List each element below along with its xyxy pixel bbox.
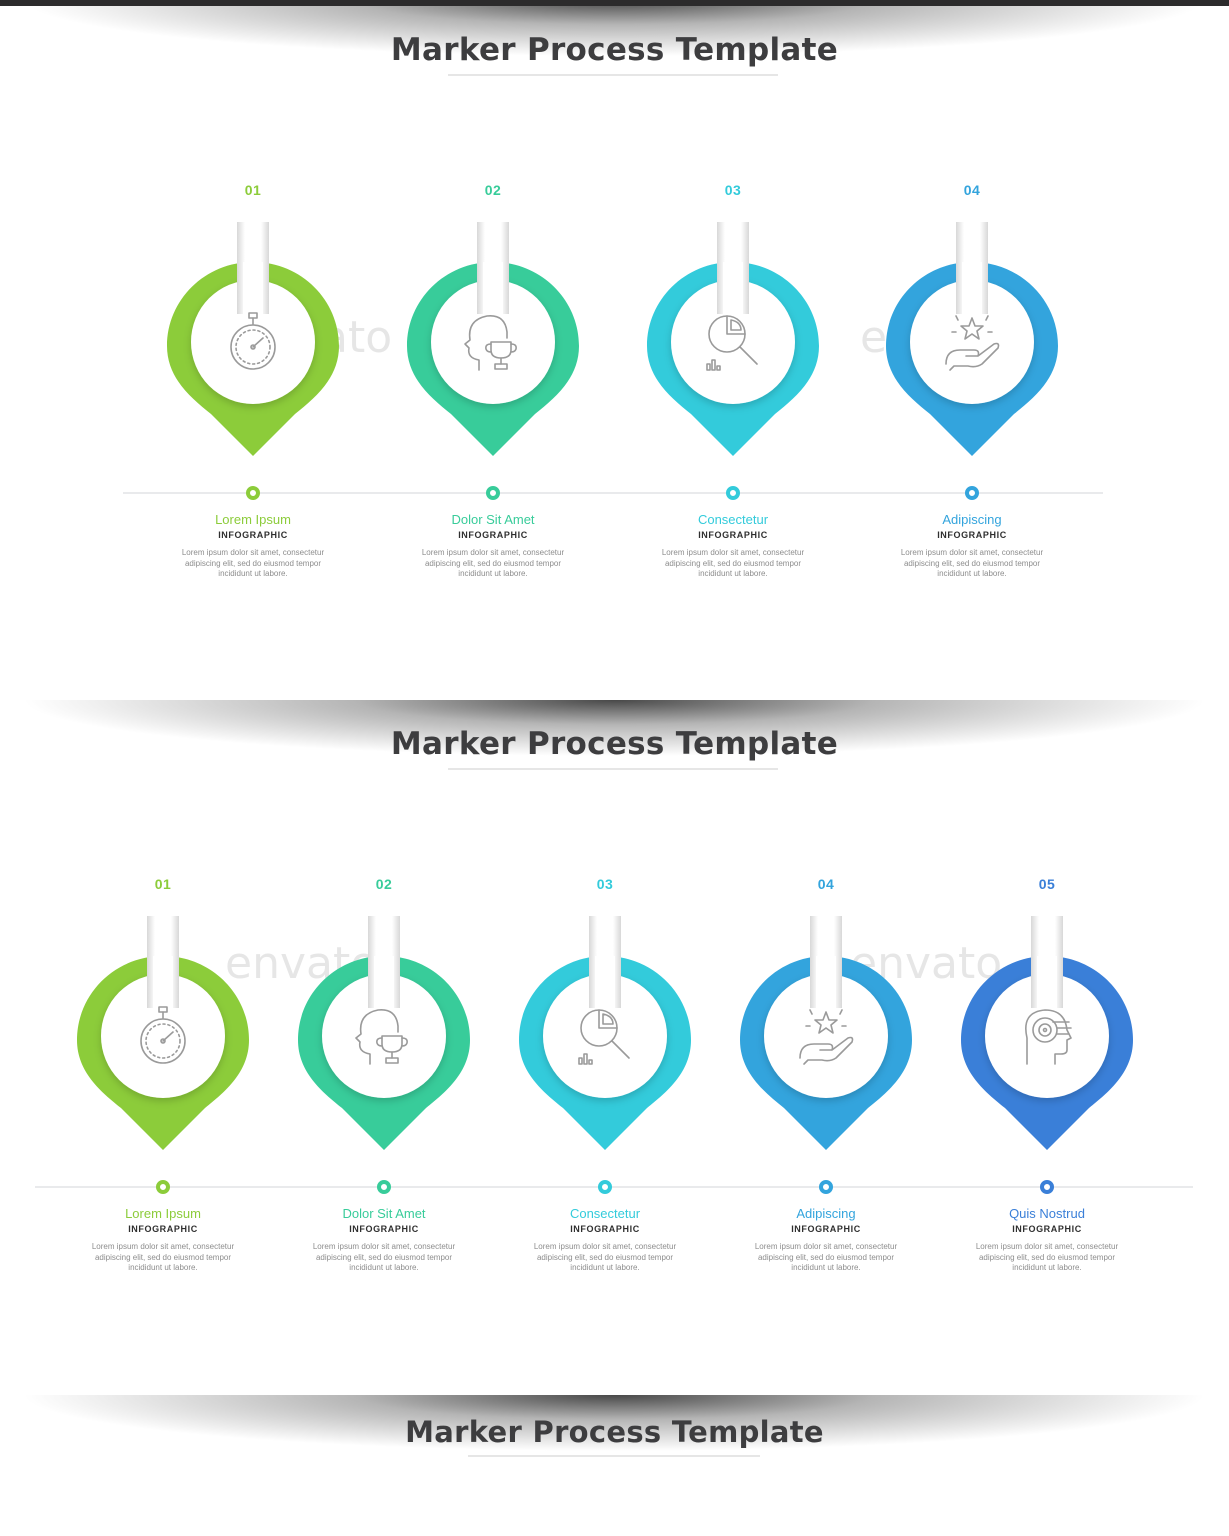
marker-pin xyxy=(73,916,253,1156)
slide-top-bar xyxy=(0,0,1229,6)
slide-top-shadow xyxy=(0,700,1229,770)
marker-pin xyxy=(643,222,823,462)
step-number: 03 xyxy=(724,182,742,198)
step-description: Lorem ipsum dolor sit amet, consectetur … xyxy=(312,1242,456,1272)
timeline-dot xyxy=(377,1180,391,1194)
step-title: Consectetur xyxy=(697,512,769,527)
step-subtitle: INFOGRAPHIC xyxy=(570,1224,640,1234)
step-subtitle: INFOGRAPHIC xyxy=(218,530,288,540)
slide-1: Marker Process Template envato envato 01… xyxy=(0,0,1229,700)
hand-stars-icon xyxy=(794,1004,858,1068)
step-title: Adipiscing xyxy=(796,1206,856,1221)
slide-2: Marker Process Template envato envato 01… xyxy=(0,700,1229,1395)
timeline-dot xyxy=(965,486,979,500)
slide-title: Marker Process Template xyxy=(390,32,839,68)
title-underline xyxy=(448,74,778,76)
pie-chart-magnifier-icon xyxy=(573,1004,637,1068)
process-step-3: 03 Consectetur INFOGRAPHIC Lorem ipsum d… xyxy=(643,182,823,622)
step-title: Quis Nostrud xyxy=(1009,1206,1085,1221)
title-underline xyxy=(448,768,778,770)
step-description: Lorem ipsum dolor sit amet, consectetur … xyxy=(975,1242,1119,1272)
slide-title: Marker Process Template xyxy=(405,1415,824,1449)
step-number: 05 xyxy=(1038,876,1056,892)
process-step-1: 01 Lorem Ipsum INFOGRAPHIC Lorem ipsum d… xyxy=(73,876,253,1316)
hand-stars-icon xyxy=(940,310,1004,374)
timeline-dot xyxy=(819,1180,833,1194)
marker-pin xyxy=(163,222,343,462)
stopwatch-icon xyxy=(131,1004,195,1068)
slide-title: Marker Process Template xyxy=(390,726,839,762)
marker-pin xyxy=(736,916,916,1156)
step-number: 04 xyxy=(817,876,835,892)
timeline-dot xyxy=(156,1180,170,1194)
step-number: 03 xyxy=(596,876,614,892)
step-subtitle: INFOGRAPHIC xyxy=(698,530,768,540)
timeline-dot xyxy=(598,1180,612,1194)
marker-pin xyxy=(882,222,1062,462)
step-description: Lorem ipsum dolor sit amet, consectetur … xyxy=(421,548,565,578)
step-description: Lorem ipsum dolor sit amet, consectetur … xyxy=(181,548,325,578)
timeline-dot xyxy=(246,486,260,500)
head-trophy-icon xyxy=(461,310,525,374)
step-description: Lorem ipsum dolor sit amet, consectetur … xyxy=(900,548,1044,578)
timeline-dot xyxy=(486,486,500,500)
step-description: Lorem ipsum dolor sit amet, consectetur … xyxy=(533,1242,677,1272)
step-number: 01 xyxy=(154,876,172,892)
head-trophy-icon xyxy=(352,1004,416,1068)
step-subtitle: INFOGRAPHIC xyxy=(1012,1224,1082,1234)
step-description: Lorem ipsum dolor sit amet, consectetur … xyxy=(91,1242,235,1272)
process-step-2: 02 Dolor Sit Amet INFOGRAPHIC Lorem ipsu… xyxy=(403,182,583,622)
step-title: Dolor Sit Amet xyxy=(451,512,535,527)
step-subtitle: INFOGRAPHIC xyxy=(349,1224,419,1234)
step-number: 01 xyxy=(244,182,262,198)
step-title: Lorem Ipsum xyxy=(215,512,291,527)
marker-pin xyxy=(515,916,695,1156)
process-step-1: 01 Lorem Ipsum INFOGRAPHIC Lorem ipsum d… xyxy=(163,182,343,622)
process-step-5: 05 Quis Nostrud INFOGRAPHIC Lorem ipsum … xyxy=(957,876,1137,1316)
process-step-4: 04 Adipiscing INFOGRAPHIC Lorem ipsum do… xyxy=(882,182,1062,622)
step-title: Consectetur xyxy=(569,1206,641,1221)
head-target-icon xyxy=(1015,1004,1079,1068)
timeline-line xyxy=(123,492,1103,494)
step-subtitle: INFOGRAPHIC xyxy=(458,530,528,540)
step-description: Lorem ipsum dolor sit amet, consectetur … xyxy=(661,548,805,578)
stopwatch-icon xyxy=(221,310,285,374)
step-number: 04 xyxy=(963,182,981,198)
step-description: Lorem ipsum dolor sit amet, consectetur … xyxy=(754,1242,898,1272)
pie-chart-magnifier-icon xyxy=(701,310,765,374)
step-subtitle: INFOGRAPHIC xyxy=(128,1224,198,1234)
slide-top-shadow xyxy=(0,1395,1229,1465)
step-subtitle: INFOGRAPHIC xyxy=(937,530,1007,540)
step-title: Adipiscing xyxy=(942,512,1002,527)
timeline-dot xyxy=(726,486,740,500)
step-title: Lorem Ipsum xyxy=(125,1206,201,1221)
step-title: Dolor Sit Amet xyxy=(342,1206,426,1221)
step-number: 02 xyxy=(484,182,502,198)
process-step-3: 03 Consectetur INFOGRAPHIC Lorem ipsum d… xyxy=(515,876,695,1316)
process-step-2: 02 Dolor Sit Amet INFOGRAPHIC Lorem ipsu… xyxy=(294,876,474,1316)
slide-top-shadow xyxy=(0,0,1229,70)
step-subtitle: INFOGRAPHIC xyxy=(791,1224,861,1234)
process-step-4: 04 Adipiscing INFOGRAPHIC Lorem ipsum do… xyxy=(736,876,916,1316)
timeline-line xyxy=(35,1186,1193,1188)
title-underline xyxy=(468,1455,760,1457)
step-number: 02 xyxy=(375,876,393,892)
slide-3: Marker Process Template xyxy=(0,1395,1229,1536)
timeline-dot xyxy=(1040,1180,1054,1194)
